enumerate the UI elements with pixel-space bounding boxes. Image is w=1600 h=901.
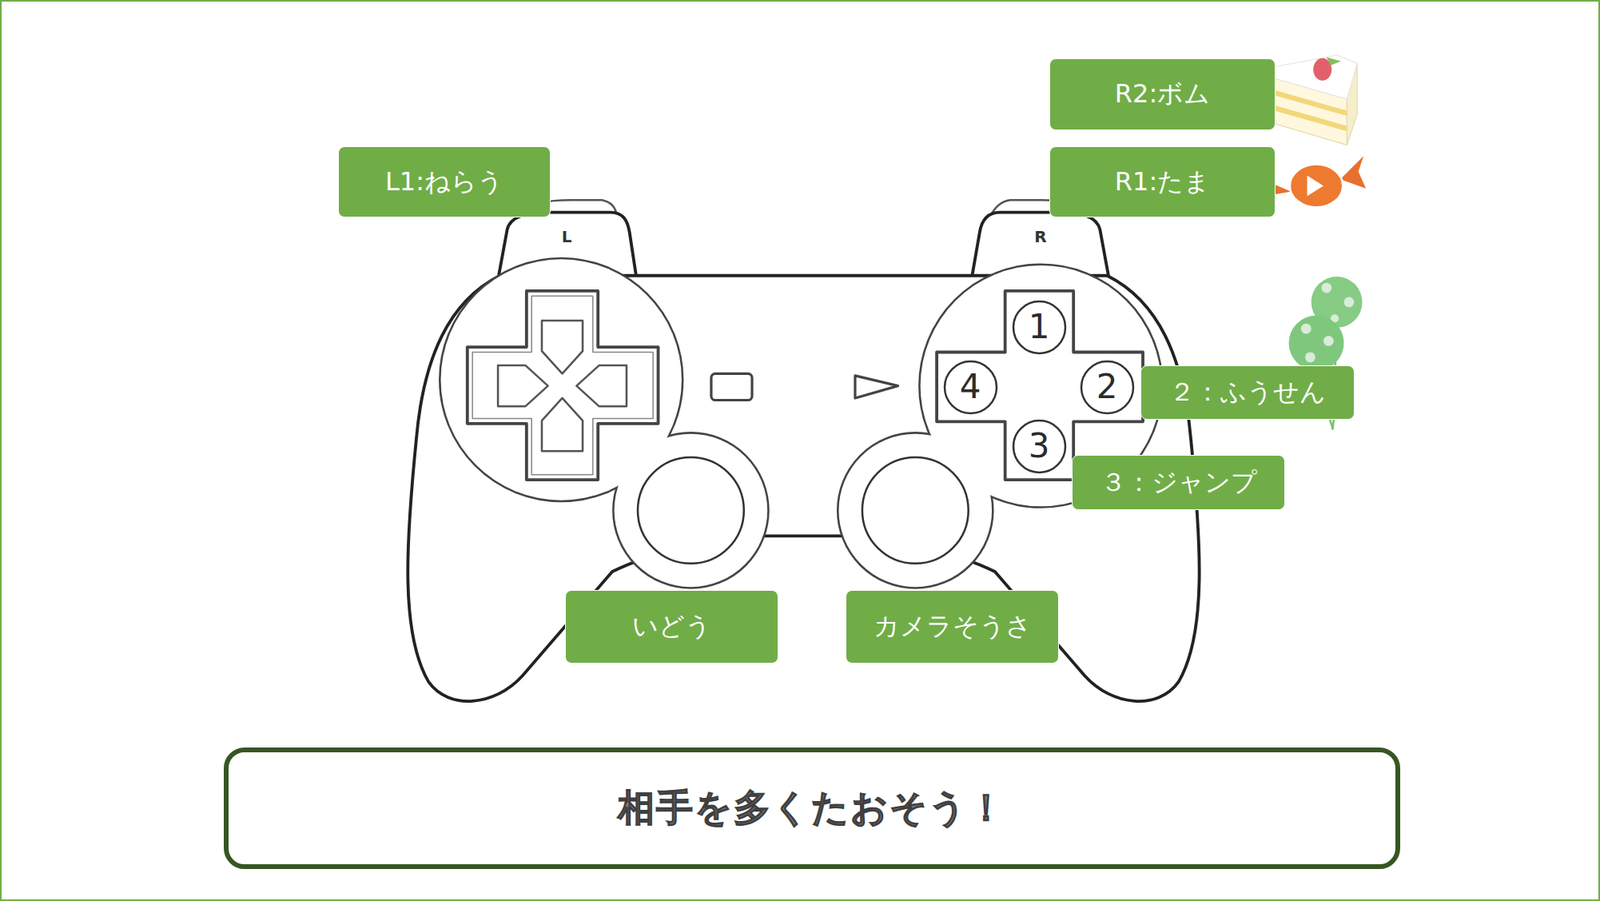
pad-fill <box>441 258 1162 587</box>
label-text: ２：ふうせん <box>1169 378 1326 406</box>
right-stick <box>862 457 969 564</box>
label-text: R2:ボム <box>1114 79 1210 108</box>
callout-number: 3 <box>1028 429 1051 463</box>
shoulder-letter: R <box>1034 228 1047 245</box>
face-button-frame <box>936 290 1143 480</box>
d-pad-arrows <box>497 320 627 451</box>
callout-number: 2 <box>1096 370 1119 404</box>
button-label: R1:たま <box>1049 146 1276 218</box>
face-button: 4 <box>943 359 999 415</box>
face-button: 3 <box>1011 418 1067 474</box>
callout-number: 4 <box>959 370 982 404</box>
button-label: ２：ふうせん <box>1140 365 1355 420</box>
select-button <box>711 373 753 400</box>
label-text: L1:ねらう <box>385 167 504 196</box>
start-button <box>855 375 899 399</box>
button-circle-outline <box>1013 301 1066 354</box>
message-box: 相手を多くたおそう！ <box>223 747 1401 869</box>
label-text: カメラそうさ <box>873 612 1032 641</box>
label-text: R1:たま <box>1114 167 1210 196</box>
callout-number: 1 <box>1028 310 1051 344</box>
button-label: L1:ねらう <box>338 146 551 218</box>
left-stick <box>637 457 745 564</box>
button-circle-outline <box>944 361 997 414</box>
d-pad <box>467 290 659 480</box>
stick-label: いどう <box>565 589 779 664</box>
button-circle-outline <box>1081 361 1134 414</box>
face-button: 1 <box>1011 299 1067 355</box>
button-label: ３：ジャンプ <box>1071 454 1286 510</box>
shoulder-letter: L <box>561 228 573 245</box>
button-circle-outline <box>1013 420 1066 473</box>
label-text: ３：ジャンプ <box>1100 468 1258 497</box>
button-label: R2:ボム <box>1049 58 1276 131</box>
pad-outline <box>441 258 1162 587</box>
face-button: 2 <box>1079 359 1135 415</box>
label-text: 相手を多くたおそう！ <box>617 783 1007 833</box>
stick-label: カメラそうさ <box>845 589 1059 664</box>
label-text: いどう <box>632 612 712 641</box>
d-pad-inner <box>472 295 653 474</box>
